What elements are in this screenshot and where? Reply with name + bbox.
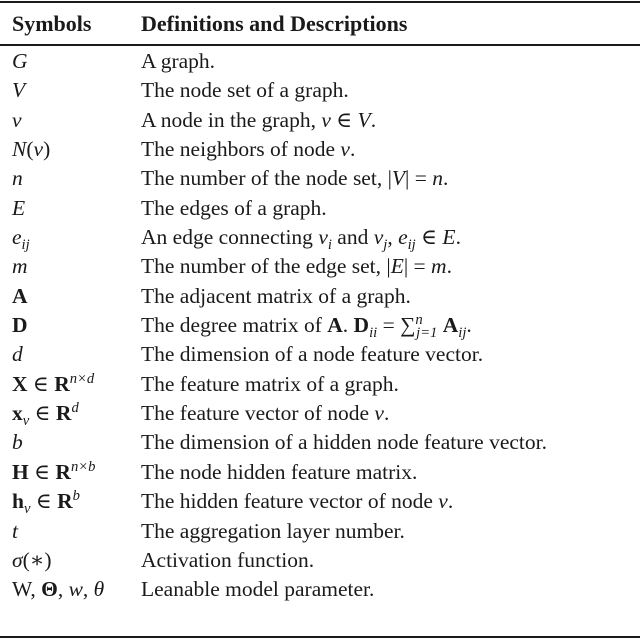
definition-cell: The aggregation layer number.	[141, 518, 405, 543]
symbol-cell: d	[12, 342, 23, 367]
symbol-cell: X ∈ Rn×d	[12, 370, 95, 396]
symbol-cell: W, Θ, w, θ	[12, 577, 105, 602]
table-row: X ∈ Rn×d The feature matrix of a graph.	[0, 371, 640, 400]
definition-cell: Leanable model parameter.	[141, 577, 375, 602]
symbol-cell: eij	[12, 225, 30, 254]
definition-cell: The number of the node set, |V| = n.	[141, 166, 449, 191]
definition-cell: A graph.	[141, 49, 216, 73]
definition-cell: The node set of a graph.	[141, 78, 349, 103]
symbol-cell: b	[12, 430, 23, 455]
definition-cell: The degree matrix of A. Dii = ∑nj=1 Aij.	[141, 312, 472, 342]
symbol-cell: m	[12, 254, 28, 279]
header-definitions: Definitions and Descriptions	[141, 11, 408, 36]
table-row: n The number of the node set, |V| = n.	[0, 165, 640, 194]
table-row: H ∈ Rn×b The node hidden feature matrix.	[0, 459, 640, 488]
table-top-rule	[0, 1, 640, 3]
symbol-cell: n	[12, 166, 23, 191]
symbol-cell: xv ∈ Rd	[12, 400, 79, 430]
definition-cell: The dimension of a node feature vector.	[141, 342, 484, 367]
table-row: N(v) The neighbors of node v.	[0, 136, 640, 165]
symbol-cell: G	[12, 49, 28, 73]
table-row: d The dimension of a node feature vector…	[0, 341, 640, 370]
table-row: m The number of the edge set, |E| = m.	[0, 253, 640, 282]
table-row: b The dimension of a hidden node feature…	[0, 429, 640, 458]
table-row: G A graph.	[0, 48, 640, 77]
definition-cell: The edges of a graph.	[141, 195, 327, 220]
symbol-cell: t	[12, 518, 18, 543]
table-row: E The edges of a graph.	[0, 195, 640, 224]
table-row: t The aggregation layer number.	[0, 518, 640, 547]
table-row: σ(∗) Activation function.	[0, 547, 640, 576]
definition-cell: The number of the edge set, |E| = m.	[141, 254, 452, 279]
symbol-cell: E	[12, 195, 26, 220]
definition-cell: The adjacent matrix of a graph.	[141, 283, 411, 308]
symbol-cell: N(v)	[12, 137, 51, 162]
definition-cell: The feature vector of node v.	[141, 401, 390, 426]
table-header: Symbols Definitions and Descriptions	[0, 3, 640, 44]
table-row: hv ∈ Rb The hidden feature vector of nod…	[0, 488, 640, 517]
definition-cell: The feature matrix of a graph.	[141, 371, 399, 396]
definition-cell: The dimension of a hidden node feature v…	[141, 430, 547, 455]
symbol-cell: H ∈ Rn×b	[12, 458, 96, 484]
symbol-cell: hv ∈ Rb	[12, 488, 80, 518]
symbol-cell: σ(∗)	[12, 547, 52, 572]
table-row: W, Θ, w, θ Leanable model parameter.	[0, 576, 640, 605]
table-bottom-rule	[0, 636, 640, 638]
table-header-rule	[0, 44, 640, 46]
definition-cell: The node hidden feature matrix.	[141, 459, 418, 484]
symbol-cell: V	[12, 78, 26, 103]
symbol-cell: A	[12, 283, 28, 308]
definition-cell: An edge connecting vi and vj, eij ∈ E.	[141, 225, 461, 254]
table-row: eij An edge connecting vi and vj, eij ∈ …	[0, 224, 640, 253]
header-symbols: Symbols	[12, 11, 92, 36]
table-row: xv ∈ Rd The feature vector of node v.	[0, 400, 640, 429]
table-row: v A node in the graph, v ∈ V.	[0, 107, 640, 136]
definition-cell: A node in the graph, v ∈ V.	[141, 107, 377, 132]
definition-cell: The hidden feature vector of node v.	[141, 489, 454, 514]
table-row: A The adjacent matrix of a graph.	[0, 283, 640, 312]
table-body: G A graph. V The node set of a graph. v …	[0, 48, 640, 606]
symbol-cell: D	[12, 313, 28, 338]
symbol-cell: v	[12, 107, 22, 132]
table-row: V The node set of a graph.	[0, 77, 640, 106]
table-row: D The degree matrix of A. Dii = ∑nj=1 Ai…	[0, 312, 640, 341]
definition-cell: The neighbors of node v.	[141, 137, 356, 162]
definition-cell: Activation function.	[141, 547, 315, 572]
